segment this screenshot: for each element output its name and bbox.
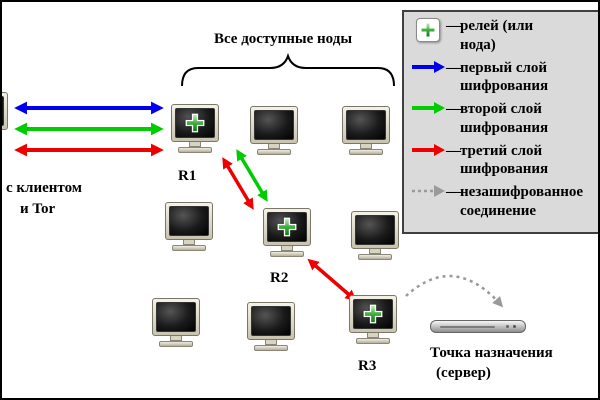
monitor-base [0, 135, 1, 141]
screen [353, 299, 393, 329]
legend-dash: — [446, 18, 461, 34]
relay-cross-icon [363, 304, 383, 324]
monitor-base [356, 338, 390, 344]
screen [254, 110, 294, 140]
monitor-neck [183, 240, 195, 245]
monitor-base [257, 149, 291, 155]
screen [2, 96, 4, 126]
screen [346, 110, 386, 140]
relay-node-r2 [263, 208, 311, 257]
r3-label: R3 [358, 358, 377, 374]
monitor-neck [281, 246, 293, 251]
monitor [351, 211, 399, 249]
legend-dash: — [446, 184, 461, 200]
dashed-gray-arrow-icon [412, 185, 445, 197]
client-label-line1: с клиентом [6, 180, 83, 196]
screen [267, 212, 307, 242]
relay-cross-icon [185, 113, 205, 133]
monitor [250, 106, 298, 144]
destination-label-line1: Точка назначения [430, 345, 553, 361]
monitor-base [270, 251, 304, 257]
monitor [263, 208, 311, 246]
legend-dash: — [446, 59, 461, 76]
node-computer [342, 106, 390, 155]
node-computer [250, 106, 298, 155]
node-computer [152, 298, 200, 347]
monitor [247, 302, 295, 340]
monitor-base [172, 245, 206, 251]
legend-label: незашифрованное соединение [460, 184, 584, 219]
screen [251, 306, 291, 336]
monitor-neck [268, 144, 280, 149]
screen [355, 215, 395, 245]
monitor-neck [367, 333, 379, 338]
relay-cross-icon [277, 217, 297, 237]
screen [175, 108, 215, 138]
legend-item-unencrypted: — незашифрованное соединение [410, 183, 598, 221]
brace [181, 52, 395, 87]
monitor-neck [265, 340, 277, 345]
monitor-base [159, 341, 193, 347]
relay-cross-icon [416, 18, 440, 42]
server-led [506, 325, 509, 328]
green-arrow-icon [412, 102, 445, 114]
node-computer [351, 211, 399, 260]
monitor-neck [170, 336, 182, 341]
legend: — релей (или нода) — первый слой шифрова… [402, 10, 598, 234]
diagram-title: Все доступные ноды [213, 31, 353, 47]
r2-label: R2 [270, 270, 289, 286]
client-label-line2: и Tor [20, 201, 56, 217]
server-icon [430, 320, 526, 333]
monitor-neck [369, 249, 381, 254]
legend-label: релей (или нода) [460, 18, 534, 53]
monitor-neck [189, 142, 201, 147]
red-arrow-icon [412, 143, 445, 156]
screen [156, 302, 196, 332]
destination-label-line2: (сервер) [436, 365, 491, 381]
monitor [165, 202, 213, 240]
server-slot [440, 326, 495, 328]
relay-node-r1 [171, 104, 219, 153]
legend-item-layer2: — второй слой шифрования [410, 100, 598, 138]
blue-arrow-icon [412, 60, 445, 73]
layer3-arrow-r1-r2 [222, 157, 254, 210]
legend-dash: — [446, 101, 461, 117]
node-computer [165, 202, 213, 251]
legend-label: второй слой шифрования [460, 101, 549, 136]
monitor-base [358, 254, 392, 260]
monitor [171, 104, 219, 142]
monitor-base [178, 147, 212, 153]
legend-label: первый слой шифрования [460, 59, 549, 95]
legend-item-relay: — релей (или нода) [410, 17, 598, 55]
legend-label: третий слой шифрования [460, 142, 549, 178]
legend-dash: — [446, 142, 461, 159]
monitor [152, 298, 200, 336]
screen [169, 206, 209, 236]
monitor [349, 295, 397, 333]
client-computer [0, 92, 8, 141]
node-computer [247, 302, 295, 351]
r1-label: R1 [178, 168, 197, 184]
server-led [513, 325, 516, 328]
legend-item-layer3: — третий слой шифрования [410, 142, 598, 180]
monitor-base [254, 345, 288, 351]
unencrypted-arrow-r3-server [405, 274, 504, 308]
monitor-neck [360, 144, 372, 149]
monitor [2, 92, 8, 130]
relay-node-r3 [349, 295, 397, 344]
monitor-base [349, 149, 383, 155]
legend-item-layer1: — первый слой шифрования [410, 59, 598, 97]
layer3-arrow-r2-r3 [307, 258, 357, 302]
monitor [342, 106, 390, 144]
